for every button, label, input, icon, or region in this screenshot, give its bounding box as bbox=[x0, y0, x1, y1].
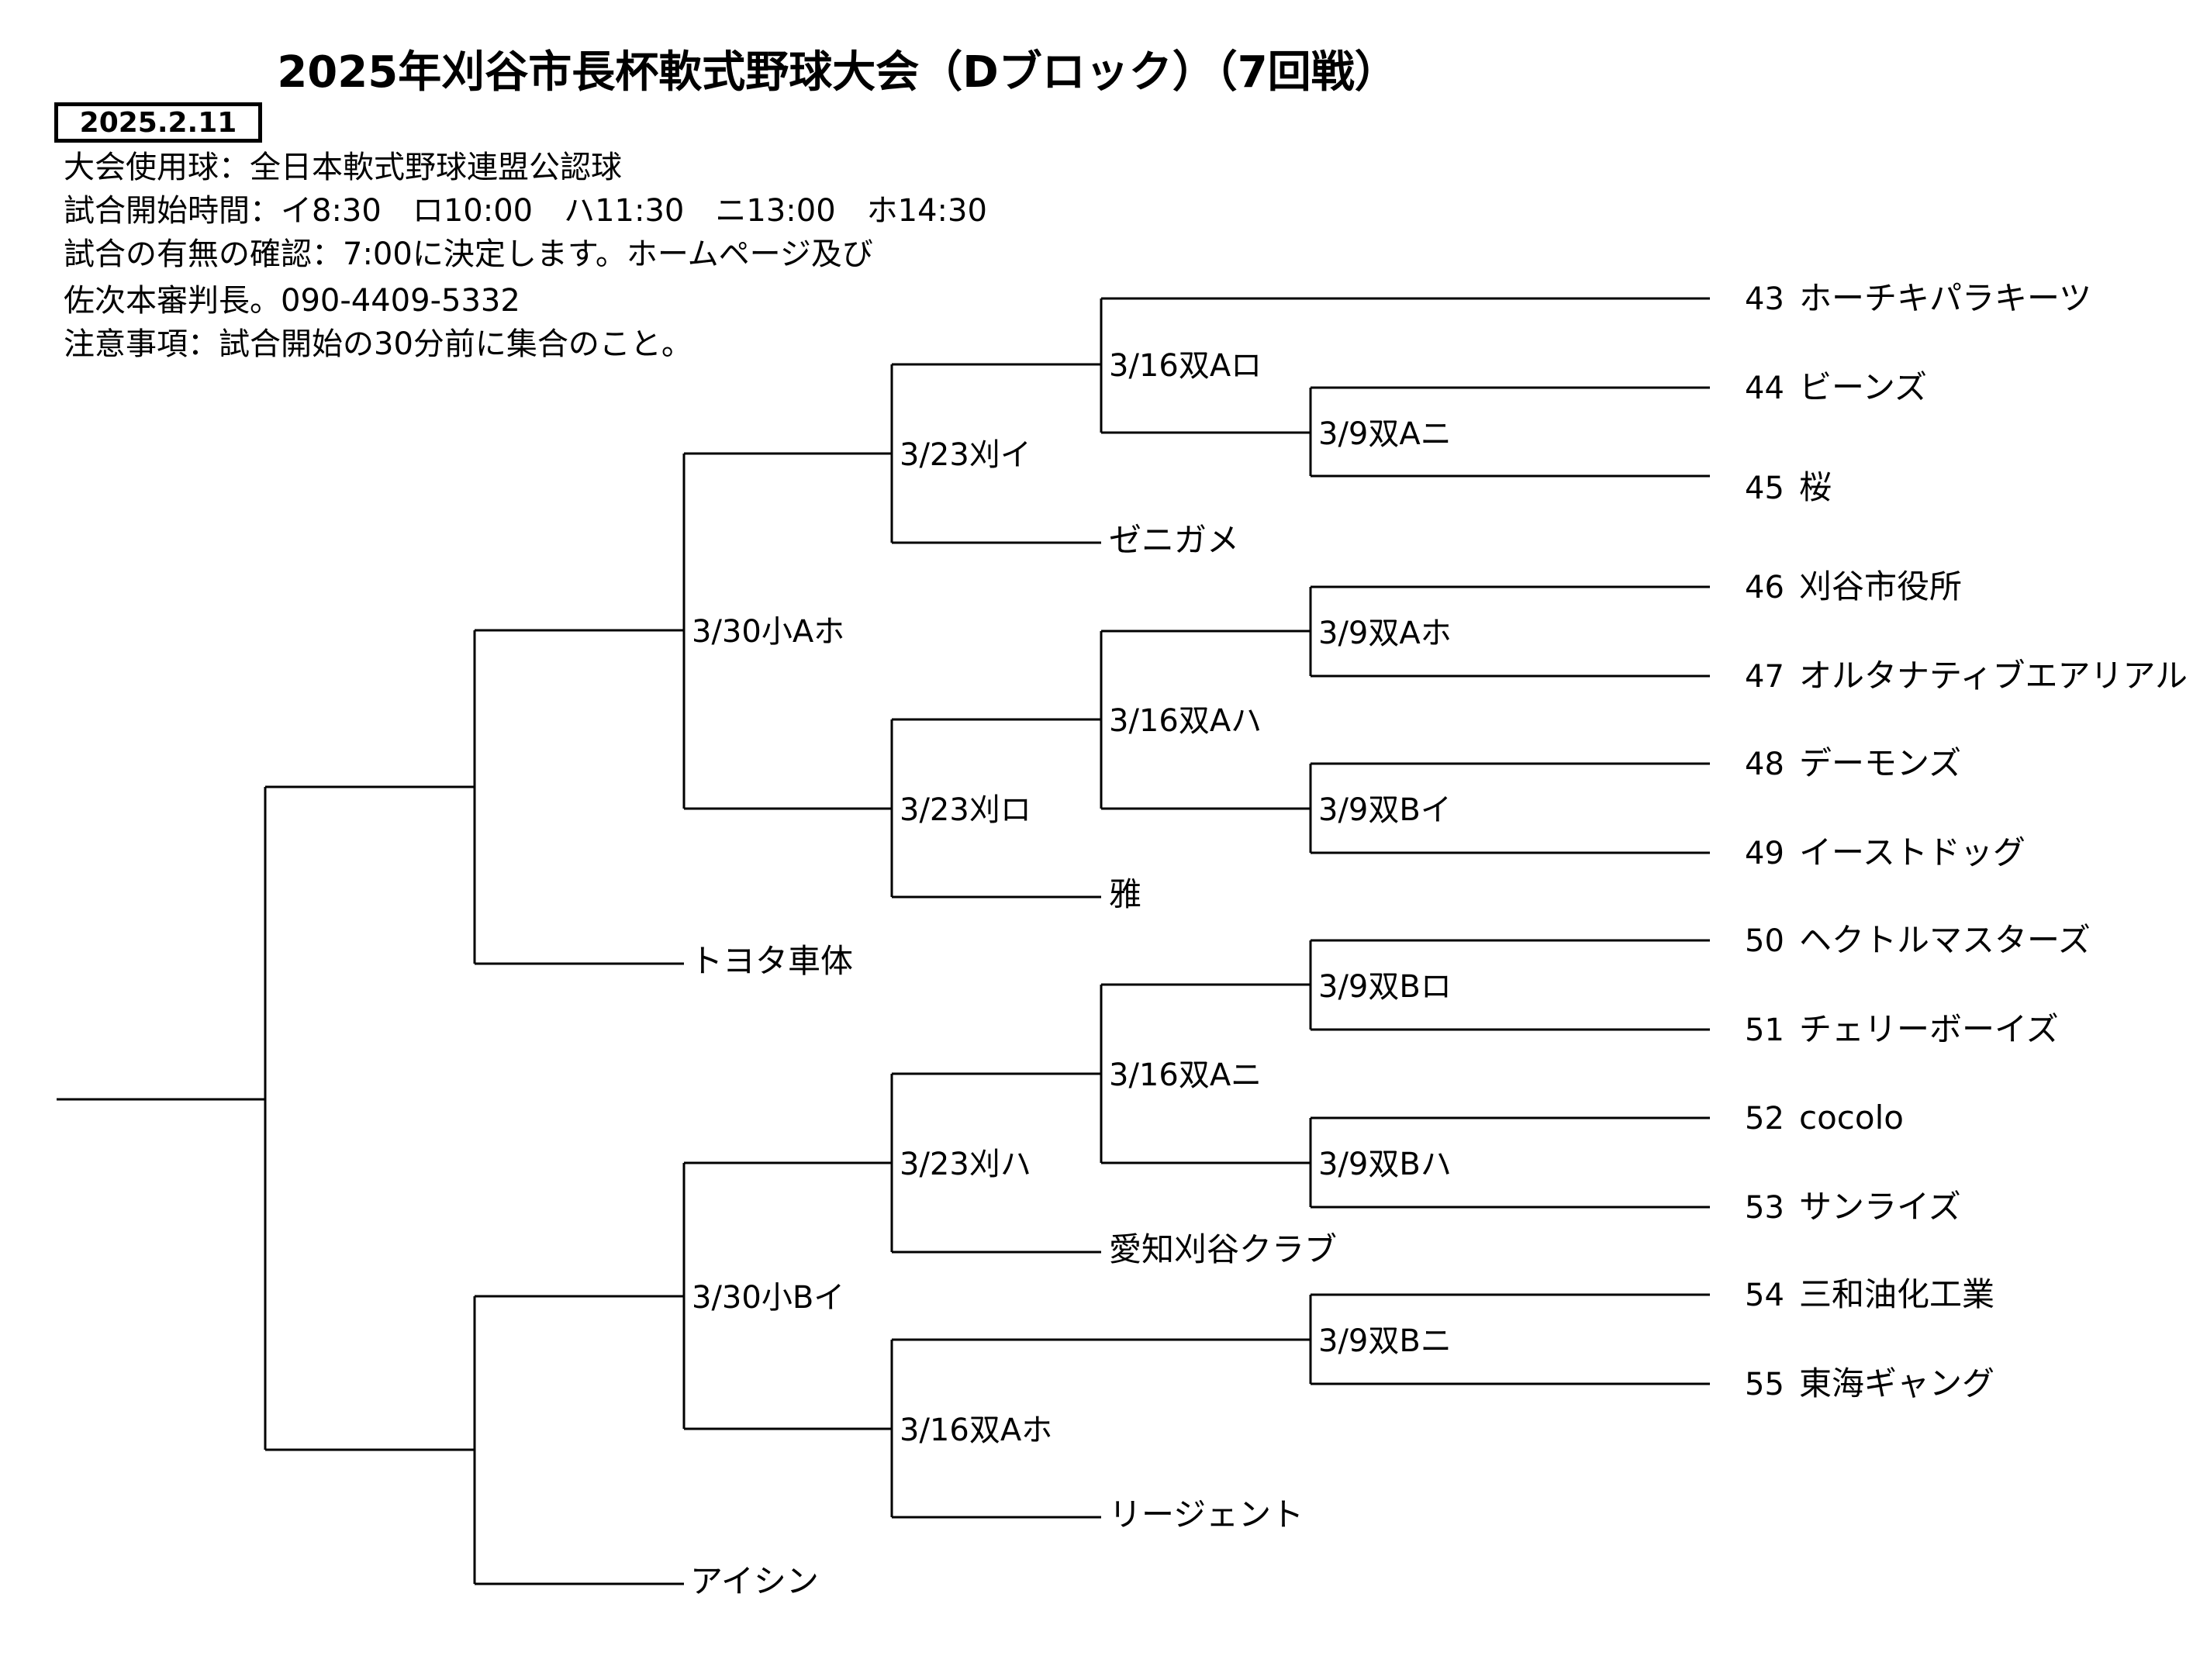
match-label: 3/23刈ハ bbox=[900, 1147, 1031, 1182]
seeded-team: トヨタ車体 bbox=[690, 942, 854, 980]
match-label: 3/16双Aハ bbox=[1109, 703, 1262, 739]
match-label: 3/9双Bハ bbox=[1318, 1147, 1452, 1182]
match-label: 3/23刈イ bbox=[900, 437, 1031, 473]
entrant-number: 50 bbox=[1745, 923, 1784, 959]
entrant-name: 桜 bbox=[1799, 468, 1832, 506]
entrant-number: 49 bbox=[1745, 836, 1784, 871]
match-label: 3/9双Aホ bbox=[1318, 616, 1452, 651]
entrant-number: 43 bbox=[1745, 281, 1784, 317]
seeded-team: 愛知刈谷クラブ bbox=[1109, 1230, 1338, 1268]
entrant-name: オルタナティブエアリアル bbox=[1799, 657, 2188, 695]
entrant-number: 53 bbox=[1745, 1190, 1784, 1226]
entrant-name: デーモンズ bbox=[1799, 744, 1962, 782]
entrant-number: 48 bbox=[1745, 747, 1784, 782]
entrant-number: 45 bbox=[1745, 471, 1784, 506]
match-label: 3/30小Aホ bbox=[692, 614, 845, 650]
note-confirmation: 試合の有無の確認：7:00に決定します。ホームページ及び bbox=[64, 236, 873, 272]
seeded-team: アイシン bbox=[690, 1562, 819, 1600]
entrant-name: cocolo bbox=[1799, 1099, 1904, 1137]
entrant-number: 55 bbox=[1745, 1367, 1784, 1402]
note-caution: 注意事項：試合開始の30分前に集合のこと。 bbox=[64, 326, 692, 362]
match-label: 3/9双Aニ bbox=[1318, 416, 1452, 452]
match-label: 3/23刈ロ bbox=[900, 792, 1031, 828]
seeded-team: ゼニガメ bbox=[1109, 521, 1240, 559]
date-badge: 2025.2.11 bbox=[54, 102, 262, 143]
match-label: 3/9双Bニ bbox=[1318, 1323, 1452, 1359]
entrant-name: ホーチキパラキーツ bbox=[1799, 279, 2092, 317]
entrant-number: 52 bbox=[1745, 1101, 1784, 1137]
seeded-team: リージェント bbox=[1109, 1495, 1304, 1533]
entrant-number: 54 bbox=[1745, 1278, 1784, 1313]
entrant-name: チェリーボーイズ bbox=[1799, 1010, 2059, 1048]
entrant-number: 44 bbox=[1745, 371, 1784, 406]
entrant-number: 47 bbox=[1745, 659, 1784, 695]
match-label: 3/9双Bイ bbox=[1318, 792, 1452, 828]
note-start-times: 試合開始時間：イ8:30 ロ10:00 ハ11:30 ニ13:00 ホ14:30 bbox=[64, 193, 987, 229]
entrant-name: ビーンズ bbox=[1799, 368, 1928, 406]
note-umpire-contact: 佐次本審判長。090-4409-5332 bbox=[64, 283, 520, 319]
entrant-name: 三和油化工業 bbox=[1799, 1275, 1995, 1313]
match-label: 3/16双Aロ bbox=[1109, 348, 1262, 384]
match-label: 3/16双Aニ bbox=[1109, 1057, 1262, 1093]
seeded-team: 雅 bbox=[1109, 875, 1142, 913]
entrant-number: 46 bbox=[1745, 570, 1784, 605]
entrant-name: 刈谷市役所 bbox=[1799, 567, 1963, 605]
entrant-name: イーストドッグ bbox=[1799, 833, 2026, 871]
entrant-name: ヘクトルマスターズ bbox=[1799, 921, 2091, 959]
match-label: 3/16双Aホ bbox=[900, 1413, 1053, 1448]
entrant-name: サンライズ bbox=[1799, 1188, 1961, 1226]
entrant-name: 東海ギャング bbox=[1799, 1364, 1995, 1402]
entrant-number: 51 bbox=[1745, 1012, 1784, 1048]
page-title: 2025年刈谷市長杯軟式野球大会（Dブロック）（7回戦） bbox=[277, 47, 1398, 98]
note-ball: 大会使用球：全日本軟式野球連盟公認球 bbox=[64, 150, 622, 185]
match-label: 3/30小Bイ bbox=[692, 1280, 845, 1316]
match-label: 3/9双Bロ bbox=[1318, 969, 1452, 1005]
